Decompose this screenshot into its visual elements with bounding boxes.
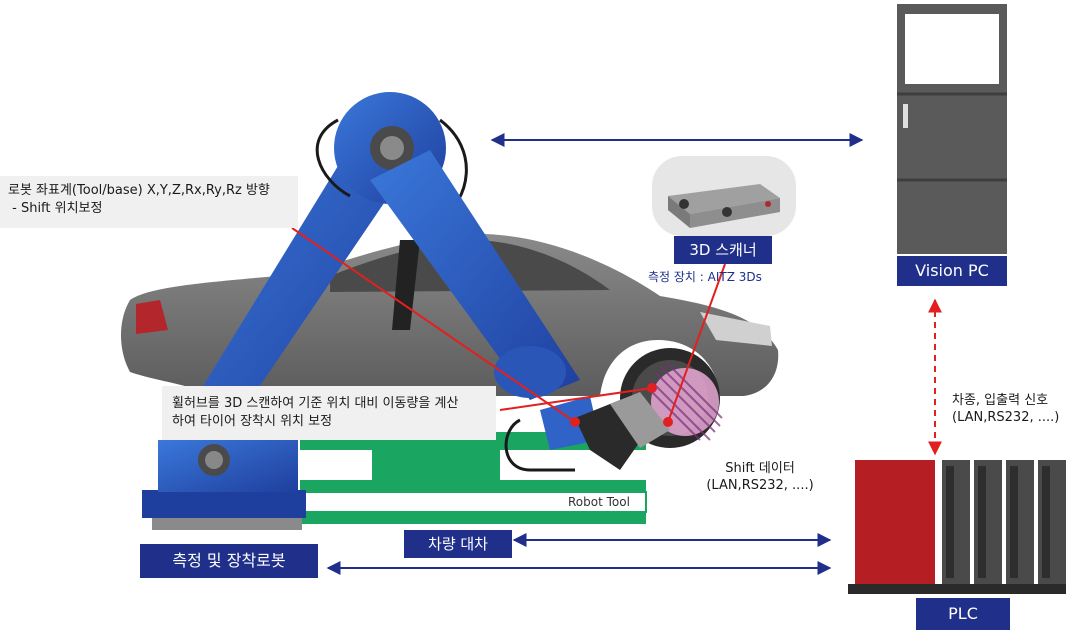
scanner-title-label: 3D 스캐너 [674, 236, 772, 264]
wheel-hub-callout: 휠허브를 3D 스캔하여 기준 위치 대비 이동량을 계산 하여 타이어 장착시… [162, 386, 496, 440]
wheel-hub-line1: 휠허브를 3D 스캔하여 기준 위치 대비 이동량을 계산 [172, 396, 459, 411]
wheel-hub-line2: 하여 타이어 장착시 위치 보정 [172, 414, 333, 429]
robot-tool-label: Robot Tool [568, 495, 630, 509]
signal-label: 차종, 입출력 신호 (LAN,RS232, ....) [952, 392, 1068, 426]
signal-line1: 차종, 입출력 신호 [952, 393, 1049, 408]
plc-rack-icon [848, 460, 1066, 594]
shift-line1: Shift 데이터 [725, 461, 795, 476]
robot-label: 측정 및 장착로봇 [140, 544, 318, 578]
signal-line2: (LAN,RS232, ....) [952, 410, 1060, 425]
plc-label: PLC [916, 598, 1010, 630]
robot-coordinate-line1: 로봇 좌표계(Tool/base) X,Y,Z,Rx,Ry,Rz 방향 [8, 183, 270, 198]
scanner-device-label: 측정 장치 : AITZ 3Ds [648, 270, 762, 284]
robot-coordinate-callout: 로봇 좌표계(Tool/base) X,Y,Z,Rx,Ry,Rz 방향 - Sh… [0, 176, 298, 228]
signal-lines [291, 227, 726, 423]
pc-tower-icon [897, 4, 1007, 254]
shift-line2: (LAN,RS232, ....) [706, 478, 814, 493]
3d-scanner-icon [652, 156, 796, 236]
vision-pc-label: Vision PC [897, 256, 1007, 286]
robot-coordinate-line2: - Shift 위치보정 [8, 201, 103, 216]
shift-data-label: Shift 데이터 (LAN,RS232, ....) [690, 460, 830, 494]
signal-dots [570, 383, 673, 427]
vehicle-cart-label: 차량 대차 [404, 530, 512, 558]
